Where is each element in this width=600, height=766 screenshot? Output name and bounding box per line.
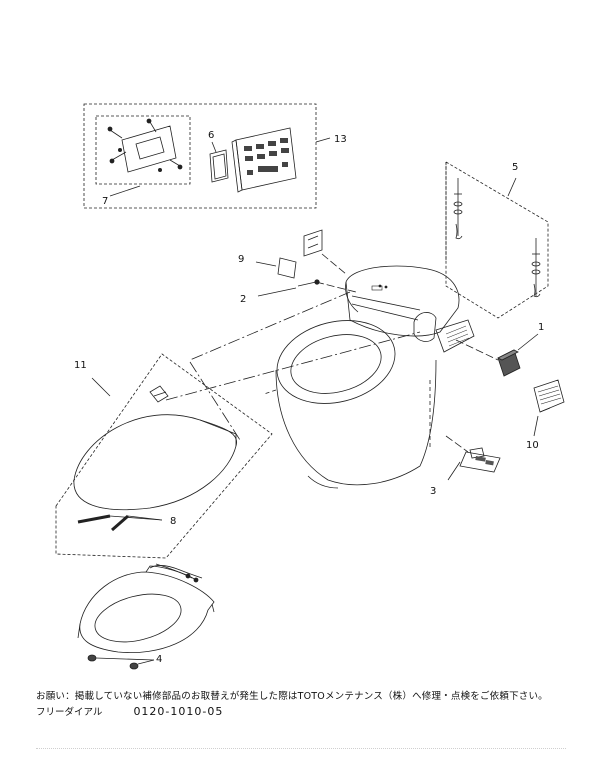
part-1-filter — [455, 333, 539, 377]
maintenance-notice: お願い：掲載していない補修部品のお取替えが発生した際はTOTOメンテナンス（株）… — [36, 691, 548, 702]
group-7-bracket-box — [95, 115, 191, 185]
part-2-screw — [257, 279, 357, 297]
label-part-7: 7 — [102, 196, 108, 207]
footer-divider — [36, 748, 566, 749]
label-part-1: 1 — [538, 322, 544, 333]
remote-controller — [231, 127, 297, 193]
freedial-phone-number: 0120-1010-05 — [133, 705, 224, 718]
label-part-8: 8 — [170, 516, 176, 527]
toilet-main-body — [263, 265, 475, 489]
part-6-cover — [209, 149, 229, 183]
group-11-lid-box — [55, 353, 273, 559]
part-8-rods — [77, 514, 163, 532]
part-number-labels: 13 7 6 5 9 2 1 11 10 3 8 4 — [74, 130, 544, 665]
label-part-2: 2 — [240, 294, 246, 305]
group-5-hose-box — [445, 161, 549, 319]
part-9-gasket — [255, 257, 297, 279]
label-part-10: 10 — [526, 440, 539, 451]
mounting-bracket — [303, 229, 347, 275]
label-part-6: 6 — [208, 130, 214, 141]
supply-hose-right — [531, 238, 541, 298]
group-13-remote-box — [83, 103, 331, 209]
label-part-4: 4 — [156, 654, 162, 665]
label-part-5: 5 — [512, 162, 518, 173]
freedial-row: フリーダイアル 0120-1010-05 — [36, 704, 223, 718]
part-3-tray — [445, 435, 501, 481]
wall-bracket-plate — [107, 118, 183, 173]
part-10-side-cover — [533, 379, 565, 437]
label-part-13: 13 — [334, 134, 347, 145]
toilet-seat — [77, 563, 215, 670]
label-part-3: 3 — [430, 486, 436, 497]
freedial-label: フリーダイアル — [36, 707, 103, 718]
supply-hose-left — [453, 178, 463, 240]
label-part-9: 9 — [238, 254, 244, 265]
label-part-11: 11 — [74, 360, 87, 371]
